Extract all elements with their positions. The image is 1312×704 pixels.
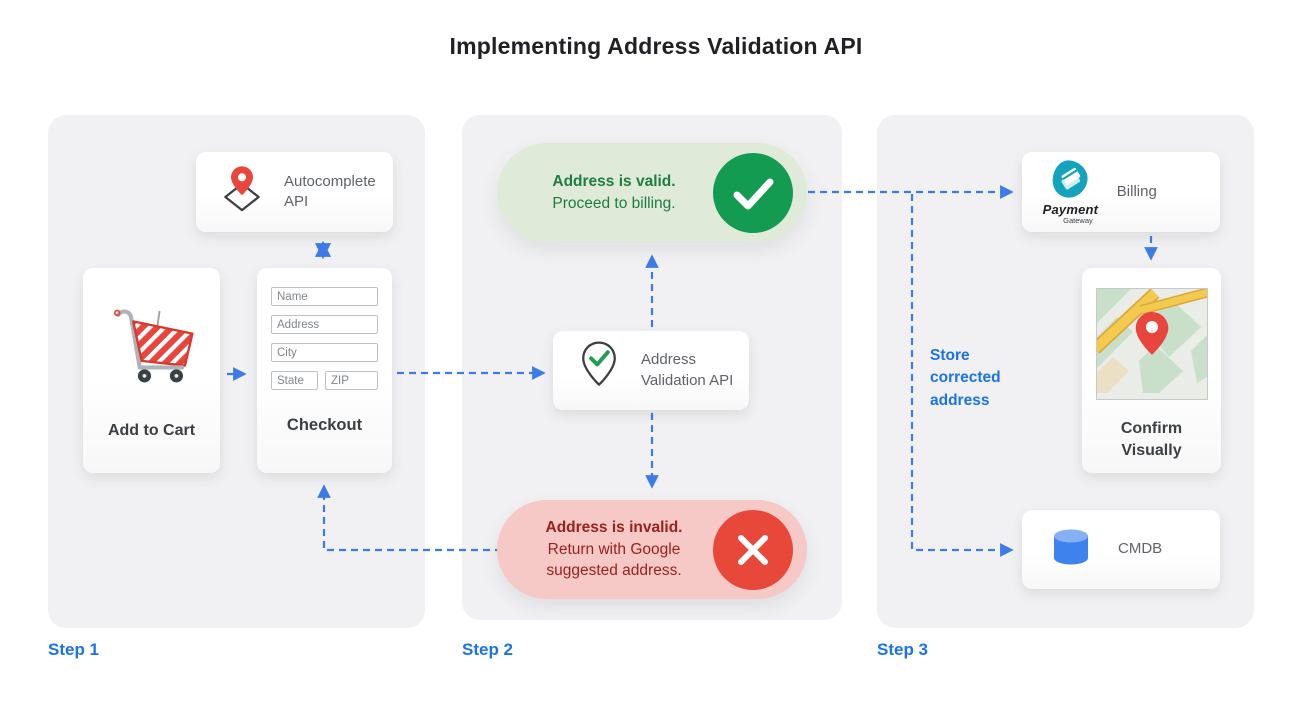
city-field: City (271, 343, 378, 362)
address-field: Address (271, 315, 378, 334)
step3-label: Step 3 (877, 640, 929, 659)
add-to-cart-label: Add to Cart (107, 422, 196, 439)
state-field: State (271, 371, 318, 390)
database-icon (1046, 523, 1096, 576)
page-title: Implementing Address Validation API (449, 33, 863, 59)
step1-label: Step 1 (48, 640, 100, 659)
payment-logo-title: Payment (1042, 202, 1099, 217)
cmdb-label: CMDB (1118, 540, 1163, 558)
checkout-label: Checkout (286, 416, 363, 434)
step2-label: Step 2 (462, 640, 514, 659)
autocomplete-api-icon (214, 162, 270, 223)
address-valid-pill: Address is valid. Proceed to billing. (497, 143, 807, 242)
shopping-cart-icon (113, 309, 194, 383)
address-invalid-pill: Address is invalid. Return with Google s… (497, 500, 807, 599)
autocomplete-api-label: Autocomplete API (284, 172, 376, 210)
valid-title: Address is valid. (552, 173, 676, 191)
checkout-card: Name Address City State ZIP Checkout (257, 268, 392, 473)
address-validation-icon (571, 338, 627, 403)
x-circle-icon (713, 509, 793, 590)
address-validation-api-card: Address Validation API (553, 331, 749, 410)
check-circle-icon (713, 152, 793, 233)
confirm-visually-card: Confirm Visually (1082, 268, 1221, 473)
billing-card: Payment Gateway Billing (1022, 152, 1220, 232)
zip-field: ZIP (325, 371, 378, 390)
billing-label: Billing (1116, 182, 1157, 200)
address-validation-label: Address Validation API (641, 351, 734, 389)
map-image (1090, 287, 1210, 400)
invalid-title: Address is invalid. (545, 519, 683, 537)
confirm-visually-label: Confirm Visually (1120, 420, 1183, 459)
payment-logo-subtitle: Gateway (1063, 216, 1093, 225)
name-field: Name (271, 287, 378, 306)
store-corrected-address-note: Store corrected address (930, 347, 1001, 409)
add-to-cart-card: Add to Cart (83, 268, 220, 473)
valid-subtitle: Proceed to billing. (552, 194, 676, 212)
invalid-subtitle: Return with Google suggested address. (546, 540, 682, 580)
autocomplete-api-card: Autocomplete API (196, 152, 393, 232)
cmdb-card: CMDB (1022, 510, 1220, 589)
payment-gateway-logo: Payment Gateway (1042, 159, 1099, 225)
